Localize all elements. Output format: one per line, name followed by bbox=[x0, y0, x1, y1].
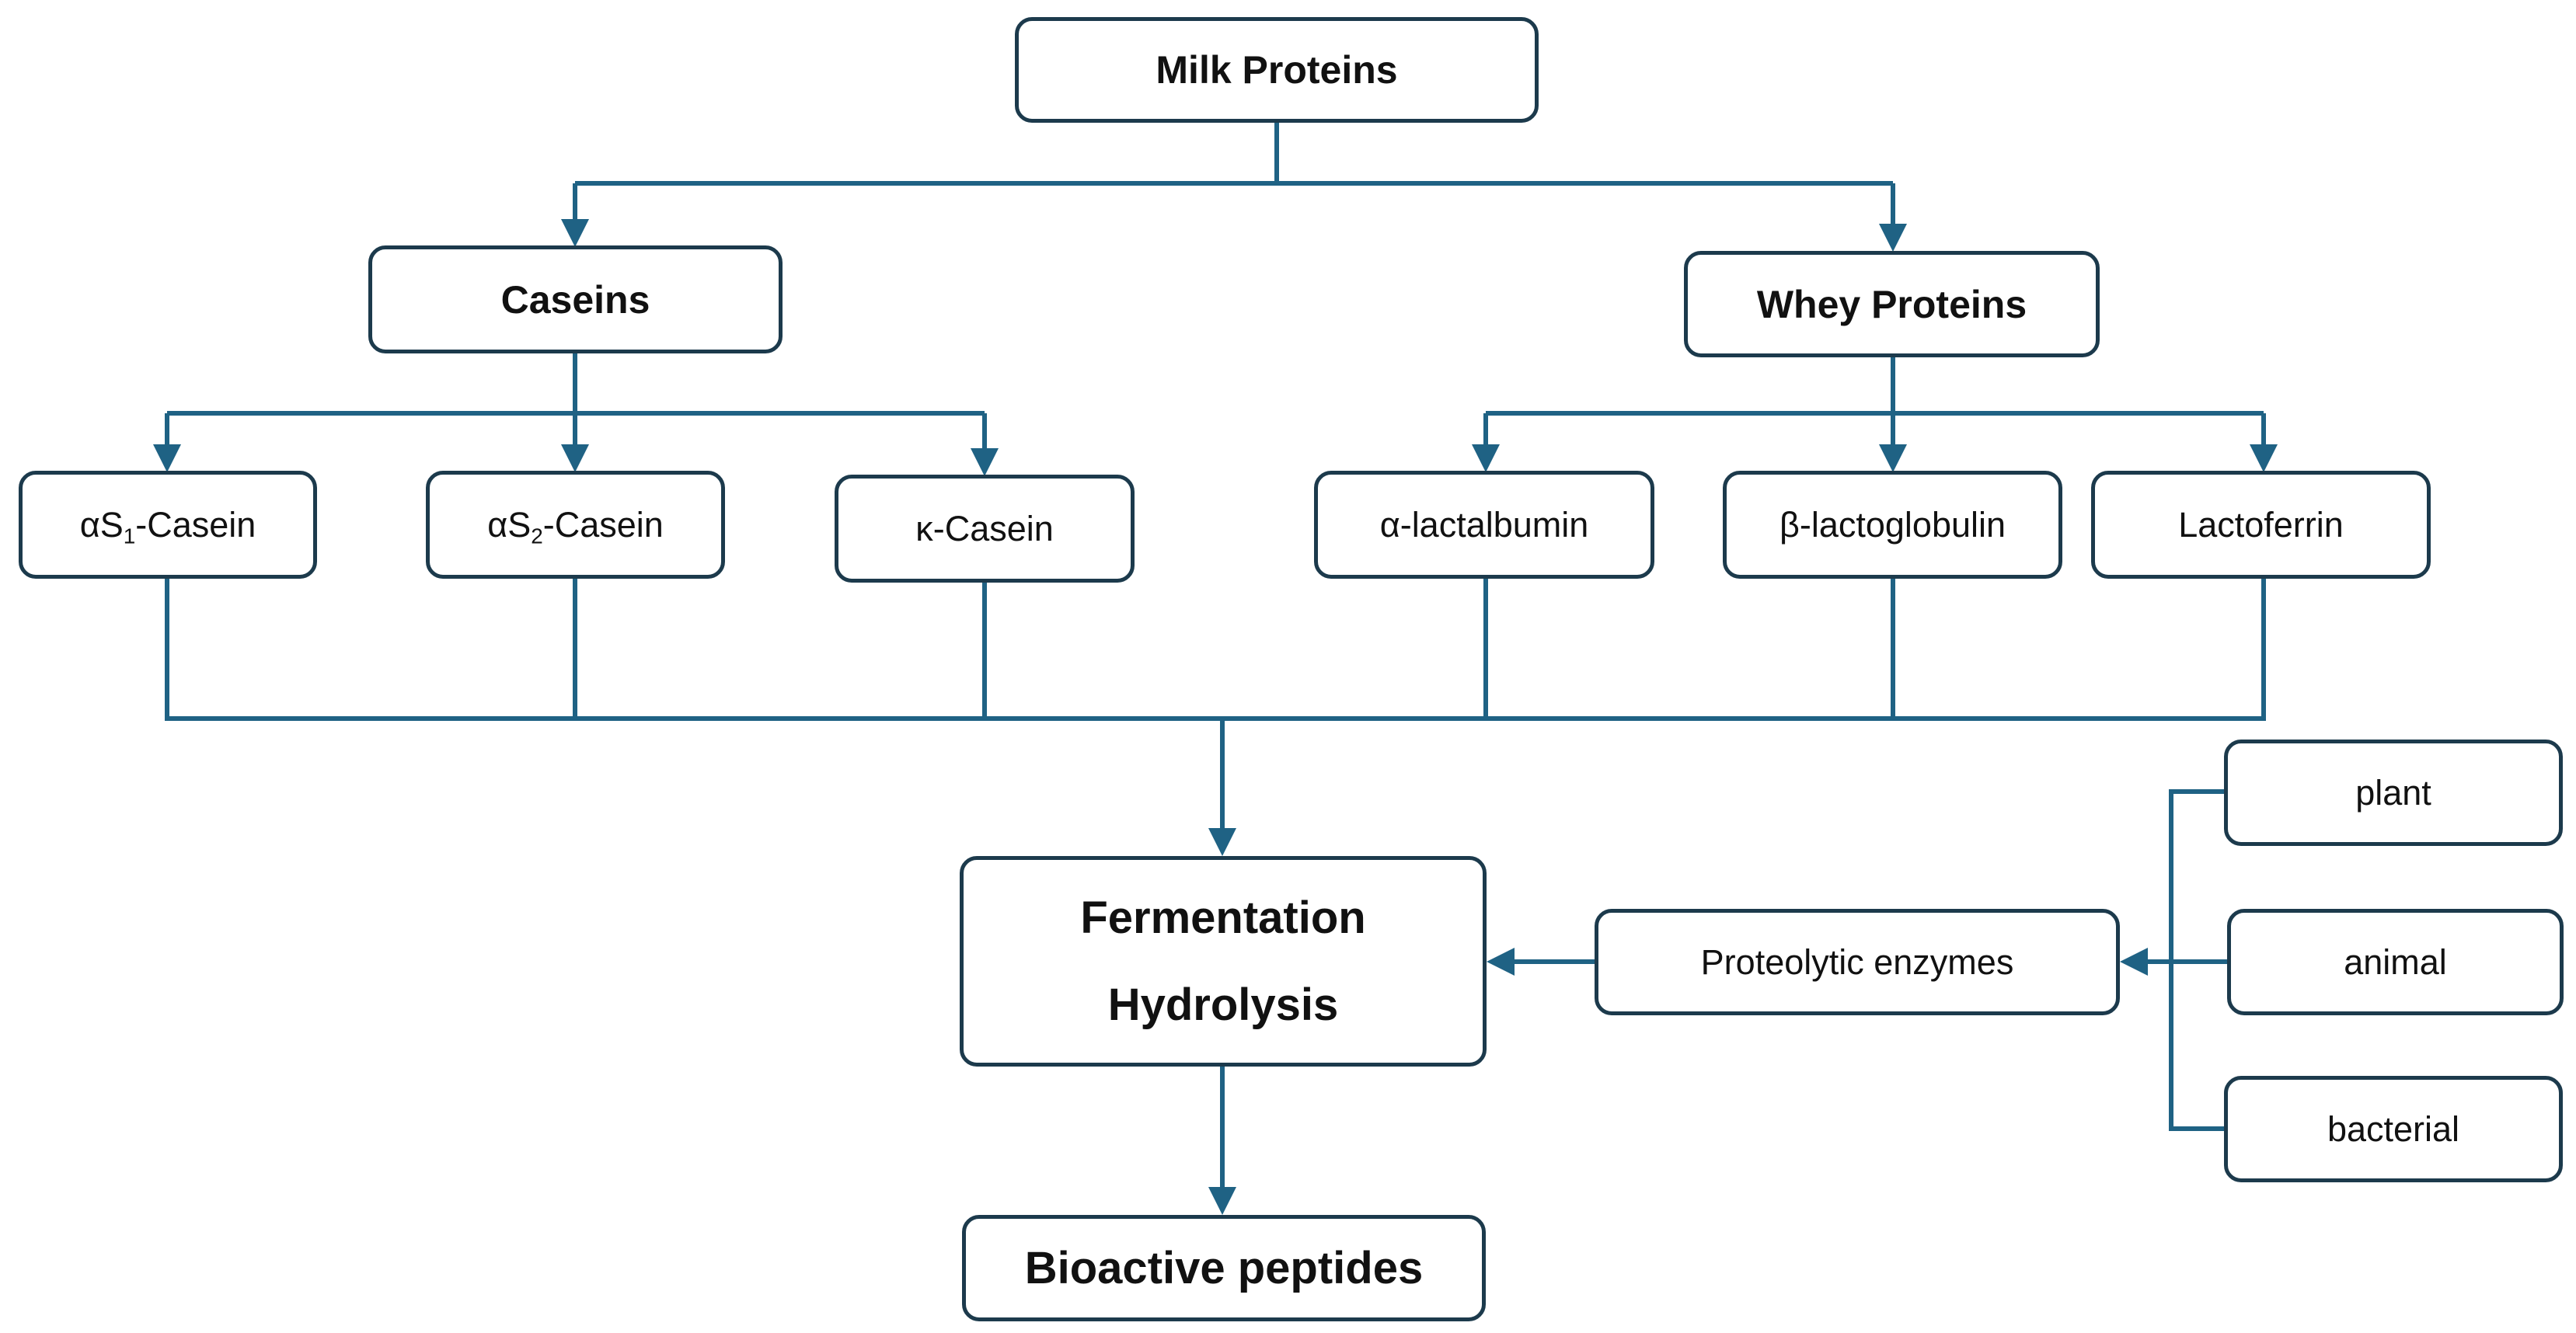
node-beta-lactoglobulin: β-lactoglobulin bbox=[1723, 471, 2062, 579]
node-alpha-lactalbumin-label: α-lactalbumin bbox=[1379, 504, 1589, 545]
node-animal-label: animal bbox=[2344, 941, 2447, 982]
node-whey-proteins-label: Whey Proteins bbox=[1756, 282, 2027, 326]
node-alpha-lactalbumin: α-lactalbumin bbox=[1314, 471, 1654, 579]
node-kappa-casein: κ-Casein bbox=[835, 475, 1135, 583]
node-bacterial: bacterial bbox=[2224, 1076, 2563, 1182]
node-bacterial-label: bacterial bbox=[2327, 1109, 2460, 1149]
node-whey-proteins: Whey Proteins bbox=[1684, 251, 2100, 357]
node-kappa-casein-label: κ-Casein bbox=[915, 508, 1054, 548]
node-alpha-s1-casein: αS1-Casein bbox=[19, 471, 317, 579]
node-process-line1: Fermentation bbox=[1080, 892, 1366, 943]
node-fermentation-hydrolysis: Fermentation Hydrolysis bbox=[960, 856, 1487, 1067]
node-milk-proteins-label: Milk Proteins bbox=[1156, 48, 1398, 92]
node-lactoferrin: Lactoferrin bbox=[2091, 471, 2431, 579]
node-plant: plant bbox=[2224, 740, 2563, 846]
node-plant-label: plant bbox=[2355, 772, 2431, 813]
node-process-line2: Hydrolysis bbox=[1107, 979, 1339, 1030]
node-alpha-s2-casein-label: αS2-Casein bbox=[487, 504, 664, 548]
node-animal: animal bbox=[2227, 909, 2564, 1015]
node-caseins-label: Caseins bbox=[500, 277, 650, 322]
node-lactoferrin-label: Lactoferrin bbox=[2178, 504, 2344, 545]
node-caseins: Caseins bbox=[368, 245, 783, 353]
node-bioactive-peptides-label: Bioactive peptides bbox=[1024, 1243, 1424, 1293]
node-milk-proteins: Milk Proteins bbox=[1015, 17, 1539, 123]
node-alpha-s2-casein: αS2-Casein bbox=[426, 471, 725, 579]
node-beta-lactoglobulin-label: β-lactoglobulin bbox=[1779, 504, 2006, 545]
node-proteolytic-enzymes: Proteolytic enzymes bbox=[1595, 909, 2120, 1015]
node-alpha-s1-casein-label: αS1-Casein bbox=[79, 504, 256, 548]
node-bioactive-peptides: Bioactive peptides bbox=[962, 1215, 1486, 1321]
node-proteolytic-enzymes-label: Proteolytic enzymes bbox=[1700, 941, 2014, 982]
